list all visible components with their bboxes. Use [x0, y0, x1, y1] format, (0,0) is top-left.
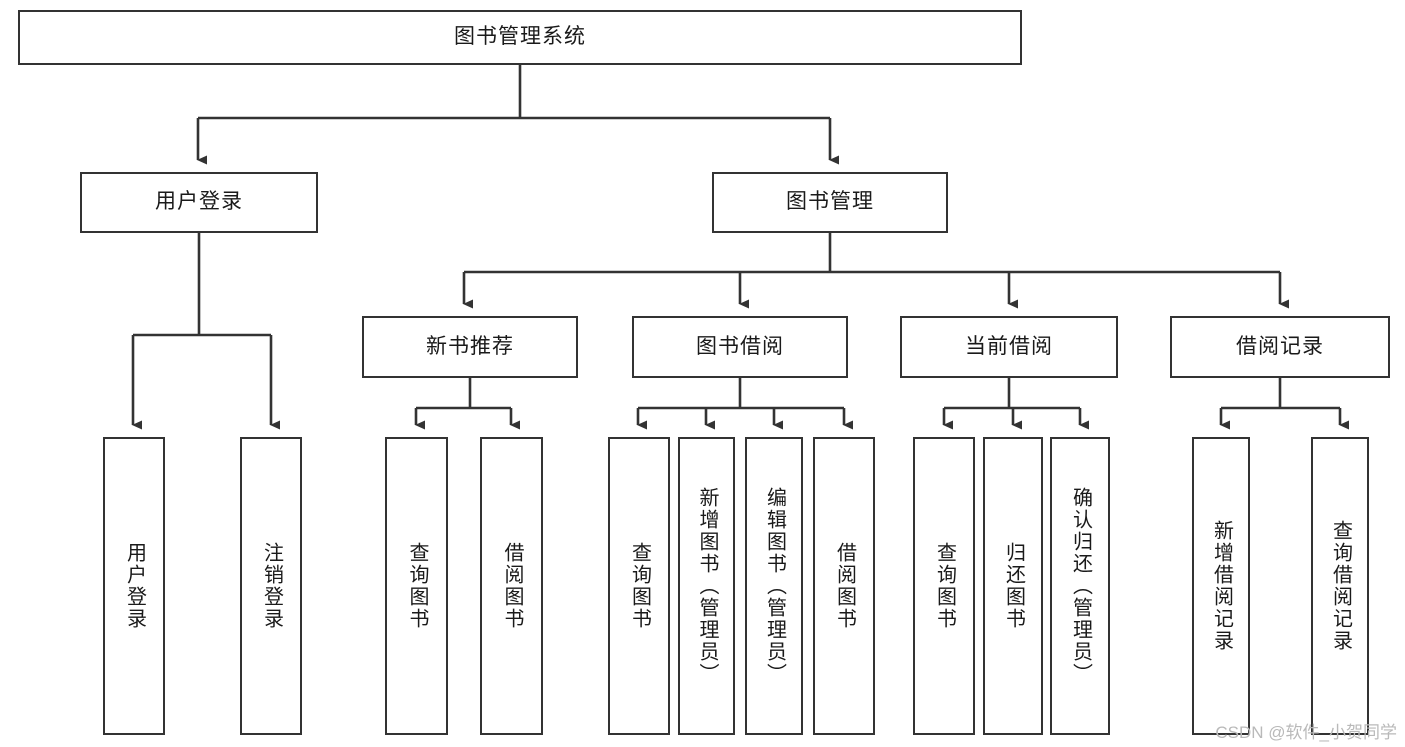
node-leaf-return-book-label: 归还图书: [1002, 542, 1025, 630]
node-current-borrow-label: 当前借阅: [965, 334, 1053, 358]
node-borrow-record[interactable]: 借阅记录: [1170, 316, 1390, 378]
node-leaf-add-borrow-record-label: 新增借阅记录: [1210, 520, 1233, 652]
node-book-borrow-label: 图书借阅: [696, 334, 784, 358]
node-leaf-add-book-admin-label: 新增图书（管理员）: [696, 487, 718, 685]
node-leaf-query-borrow-record-label: 查询借阅记录: [1329, 520, 1352, 652]
node-new-book-recommend-label: 新书推荐: [426, 334, 514, 358]
node-book-management[interactable]: 图书管理: [712, 172, 948, 233]
node-leaf-query-book-1[interactable]: 查询图书: [385, 437, 448, 735]
node-leaf-borrow-book-1[interactable]: 借阅图书: [480, 437, 543, 735]
node-user-login[interactable]: 用户登录: [80, 172, 318, 233]
node-book-borrow[interactable]: 图书借阅: [632, 316, 848, 378]
node-root-label: 图书管理系统: [454, 25, 586, 49]
node-root-system[interactable]: 图书管理系统: [18, 10, 1022, 65]
node-leaf-return-book[interactable]: 归还图书: [983, 437, 1043, 735]
node-borrow-record-label: 借阅记录: [1236, 334, 1324, 358]
node-leaf-confirm-return-admin[interactable]: 确认归还（管理员）: [1050, 437, 1110, 735]
node-leaf-user-login[interactable]: 用户登录: [103, 437, 165, 735]
node-leaf-borrow-book-2[interactable]: 借阅图书: [813, 437, 875, 735]
node-leaf-borrow-book-2-label: 借阅图书: [833, 542, 856, 630]
node-leaf-query-book-2[interactable]: 查询图书: [608, 437, 670, 735]
node-leaf-user-login-label: 用户登录: [123, 542, 146, 630]
node-leaf-edit-book-admin-label: 编辑图书（管理员）: [763, 487, 786, 685]
node-leaf-add-book-admin[interactable]: 新增图书（管理员）: [678, 437, 735, 735]
node-leaf-query-book-3[interactable]: 查询图书: [913, 437, 975, 735]
node-book-management-label: 图书管理: [786, 190, 874, 214]
node-leaf-borrow-book-1-label: 借阅图书: [501, 542, 523, 630]
node-leaf-query-book-2-label: 查询图书: [628, 542, 651, 630]
node-leaf-query-borrow-record[interactable]: 查询借阅记录: [1311, 437, 1369, 735]
node-user-login-label: 用户登录: [155, 190, 243, 214]
node-leaf-confirm-return-admin-label: 确认归还（管理员）: [1069, 487, 1092, 685]
node-leaf-query-book-1-label: 查询图书: [406, 542, 428, 630]
node-leaf-edit-book-admin[interactable]: 编辑图书（管理员）: [745, 437, 803, 735]
node-leaf-query-book-3-label: 查询图书: [933, 542, 956, 630]
node-leaf-logout-login[interactable]: 注销登录: [240, 437, 302, 735]
node-new-book-recommend[interactable]: 新书推荐: [362, 316, 578, 378]
node-current-borrow[interactable]: 当前借阅: [900, 316, 1118, 378]
node-leaf-add-borrow-record[interactable]: 新增借阅记录: [1192, 437, 1250, 735]
node-leaf-logout-login-label: 注销登录: [260, 542, 283, 630]
